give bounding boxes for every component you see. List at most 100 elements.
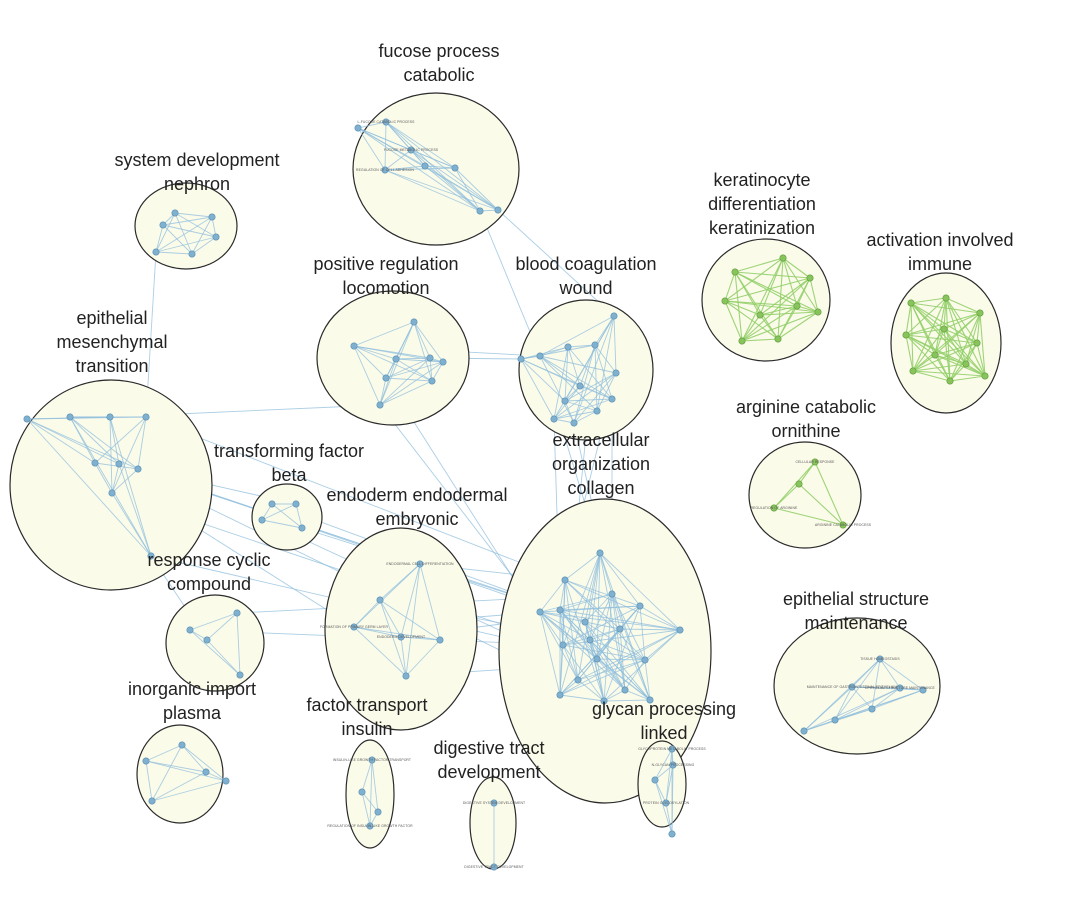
gene-set-node[interactable] <box>942 294 950 302</box>
gene-set-node[interactable] <box>517 355 525 363</box>
gene-set-node[interactable] <box>646 696 654 704</box>
gene-set-node[interactable] <box>839 521 847 529</box>
gene-set-node[interactable] <box>426 354 434 362</box>
gene-set-node[interactable] <box>676 626 684 634</box>
gene-set-node[interactable] <box>616 625 624 633</box>
gene-set-node[interactable] <box>868 705 876 713</box>
gene-set-node[interactable] <box>268 500 276 508</box>
gene-set-node[interactable] <box>556 691 564 699</box>
gene-set-node[interactable] <box>494 206 502 214</box>
gene-set-node[interactable] <box>147 552 155 560</box>
gene-set-node[interactable] <box>366 822 374 830</box>
gene-set-node[interactable] <box>106 413 114 421</box>
gene-set-node[interactable] <box>668 745 676 753</box>
gene-set-node[interactable] <box>896 684 904 692</box>
gene-set-node[interactable] <box>381 166 389 174</box>
gene-set-node[interactable] <box>576 382 584 390</box>
gene-set-node[interactable] <box>756 311 764 319</box>
gene-set-node[interactable] <box>358 788 366 796</box>
gene-set-node[interactable] <box>608 590 616 598</box>
gene-set-node[interactable] <box>490 799 498 807</box>
gene-set-node[interactable] <box>298 524 306 532</box>
gene-set-node[interactable] <box>608 395 616 403</box>
gene-set-node[interactable] <box>570 419 578 427</box>
gene-set-node[interactable] <box>142 413 150 421</box>
gene-set-node[interactable] <box>641 656 649 664</box>
gene-set-node[interactable] <box>779 254 787 262</box>
gene-set-node[interactable] <box>593 407 601 415</box>
gene-set-node[interactable] <box>152 248 160 256</box>
gene-set-node[interactable] <box>651 776 659 784</box>
gene-set-node[interactable] <box>814 308 822 316</box>
gene-set-node[interactable] <box>178 741 186 749</box>
gene-set-node[interactable] <box>919 686 927 694</box>
gene-set-node[interactable] <box>940 325 948 333</box>
gene-set-node[interactable] <box>186 626 194 634</box>
gene-set-node[interactable] <box>800 727 808 735</box>
gene-set-node[interactable] <box>556 606 564 614</box>
gene-set-node[interactable] <box>586 636 594 644</box>
gene-set-node[interactable] <box>574 676 582 684</box>
gene-set-node[interactable] <box>973 339 981 347</box>
gene-set-node[interactable] <box>636 602 644 610</box>
gene-set-node[interactable] <box>159 221 167 229</box>
gene-set-node[interactable] <box>981 372 989 380</box>
gene-set-node[interactable] <box>436 636 444 644</box>
gene-set-node[interactable] <box>410 318 418 326</box>
gene-set-node[interactable] <box>550 415 558 423</box>
gene-set-node[interactable] <box>902 331 910 339</box>
gene-set-node[interactable] <box>476 207 484 215</box>
gene-set-node[interactable] <box>91 459 99 467</box>
gene-set-node[interactable] <box>382 118 390 126</box>
gene-set-node[interactable] <box>962 360 970 368</box>
gene-set-node[interactable] <box>600 697 608 705</box>
gene-set-node[interactable] <box>382 374 390 382</box>
gene-set-node[interactable] <box>669 761 677 769</box>
gene-set-node[interactable] <box>561 576 569 584</box>
gene-set-node[interactable] <box>66 413 74 421</box>
gene-set-node[interactable] <box>731 268 739 276</box>
gene-set-node[interactable] <box>354 124 362 132</box>
gene-set-node[interactable] <box>212 233 220 241</box>
gene-set-node[interactable] <box>774 335 782 343</box>
gene-set-node[interactable] <box>142 757 150 765</box>
gene-set-node[interactable] <box>536 608 544 616</box>
gene-set-node[interactable] <box>946 377 954 385</box>
gene-set-node[interactable] <box>188 250 196 258</box>
gene-set-node[interactable] <box>876 655 884 663</box>
gene-set-node[interactable] <box>831 716 839 724</box>
gene-set-node[interactable] <box>374 808 382 816</box>
gene-set-node[interactable] <box>793 302 801 310</box>
gene-set-node[interactable] <box>368 756 376 764</box>
gene-set-node[interactable] <box>976 309 984 317</box>
gene-set-node[interactable] <box>428 377 436 385</box>
gene-set-node[interactable] <box>407 146 415 154</box>
gene-set-node[interactable] <box>770 504 778 512</box>
gene-set-node[interactable] <box>376 401 384 409</box>
gene-set-node[interactable] <box>397 633 405 641</box>
gene-set-node[interactable] <box>907 299 915 307</box>
gene-set-node[interactable] <box>171 209 179 217</box>
gene-set-node[interactable] <box>591 341 599 349</box>
gene-set-node[interactable] <box>23 415 31 423</box>
gene-set-node[interactable] <box>292 500 300 508</box>
gene-set-node[interactable] <box>612 369 620 377</box>
gene-set-node[interactable] <box>909 367 917 375</box>
gene-set-node[interactable] <box>490 863 498 871</box>
gene-set-node[interactable] <box>596 549 604 557</box>
gene-set-node[interactable] <box>561 397 569 405</box>
gene-set-node[interactable] <box>148 797 156 805</box>
gene-set-node[interactable] <box>721 297 729 305</box>
gene-set-node[interactable] <box>350 623 358 631</box>
gene-set-node[interactable] <box>564 343 572 351</box>
gene-set-node[interactable] <box>402 672 410 680</box>
gene-set-node[interactable] <box>202 768 210 776</box>
gene-set-node[interactable] <box>610 312 618 320</box>
gene-set-node[interactable] <box>668 830 676 838</box>
gene-set-node[interactable] <box>115 460 123 468</box>
gene-set-node[interactable] <box>134 465 142 473</box>
gene-set-node[interactable] <box>581 618 589 626</box>
gene-set-node[interactable] <box>662 799 670 807</box>
gene-set-node[interactable] <box>233 609 241 617</box>
gene-set-node[interactable] <box>795 480 803 488</box>
